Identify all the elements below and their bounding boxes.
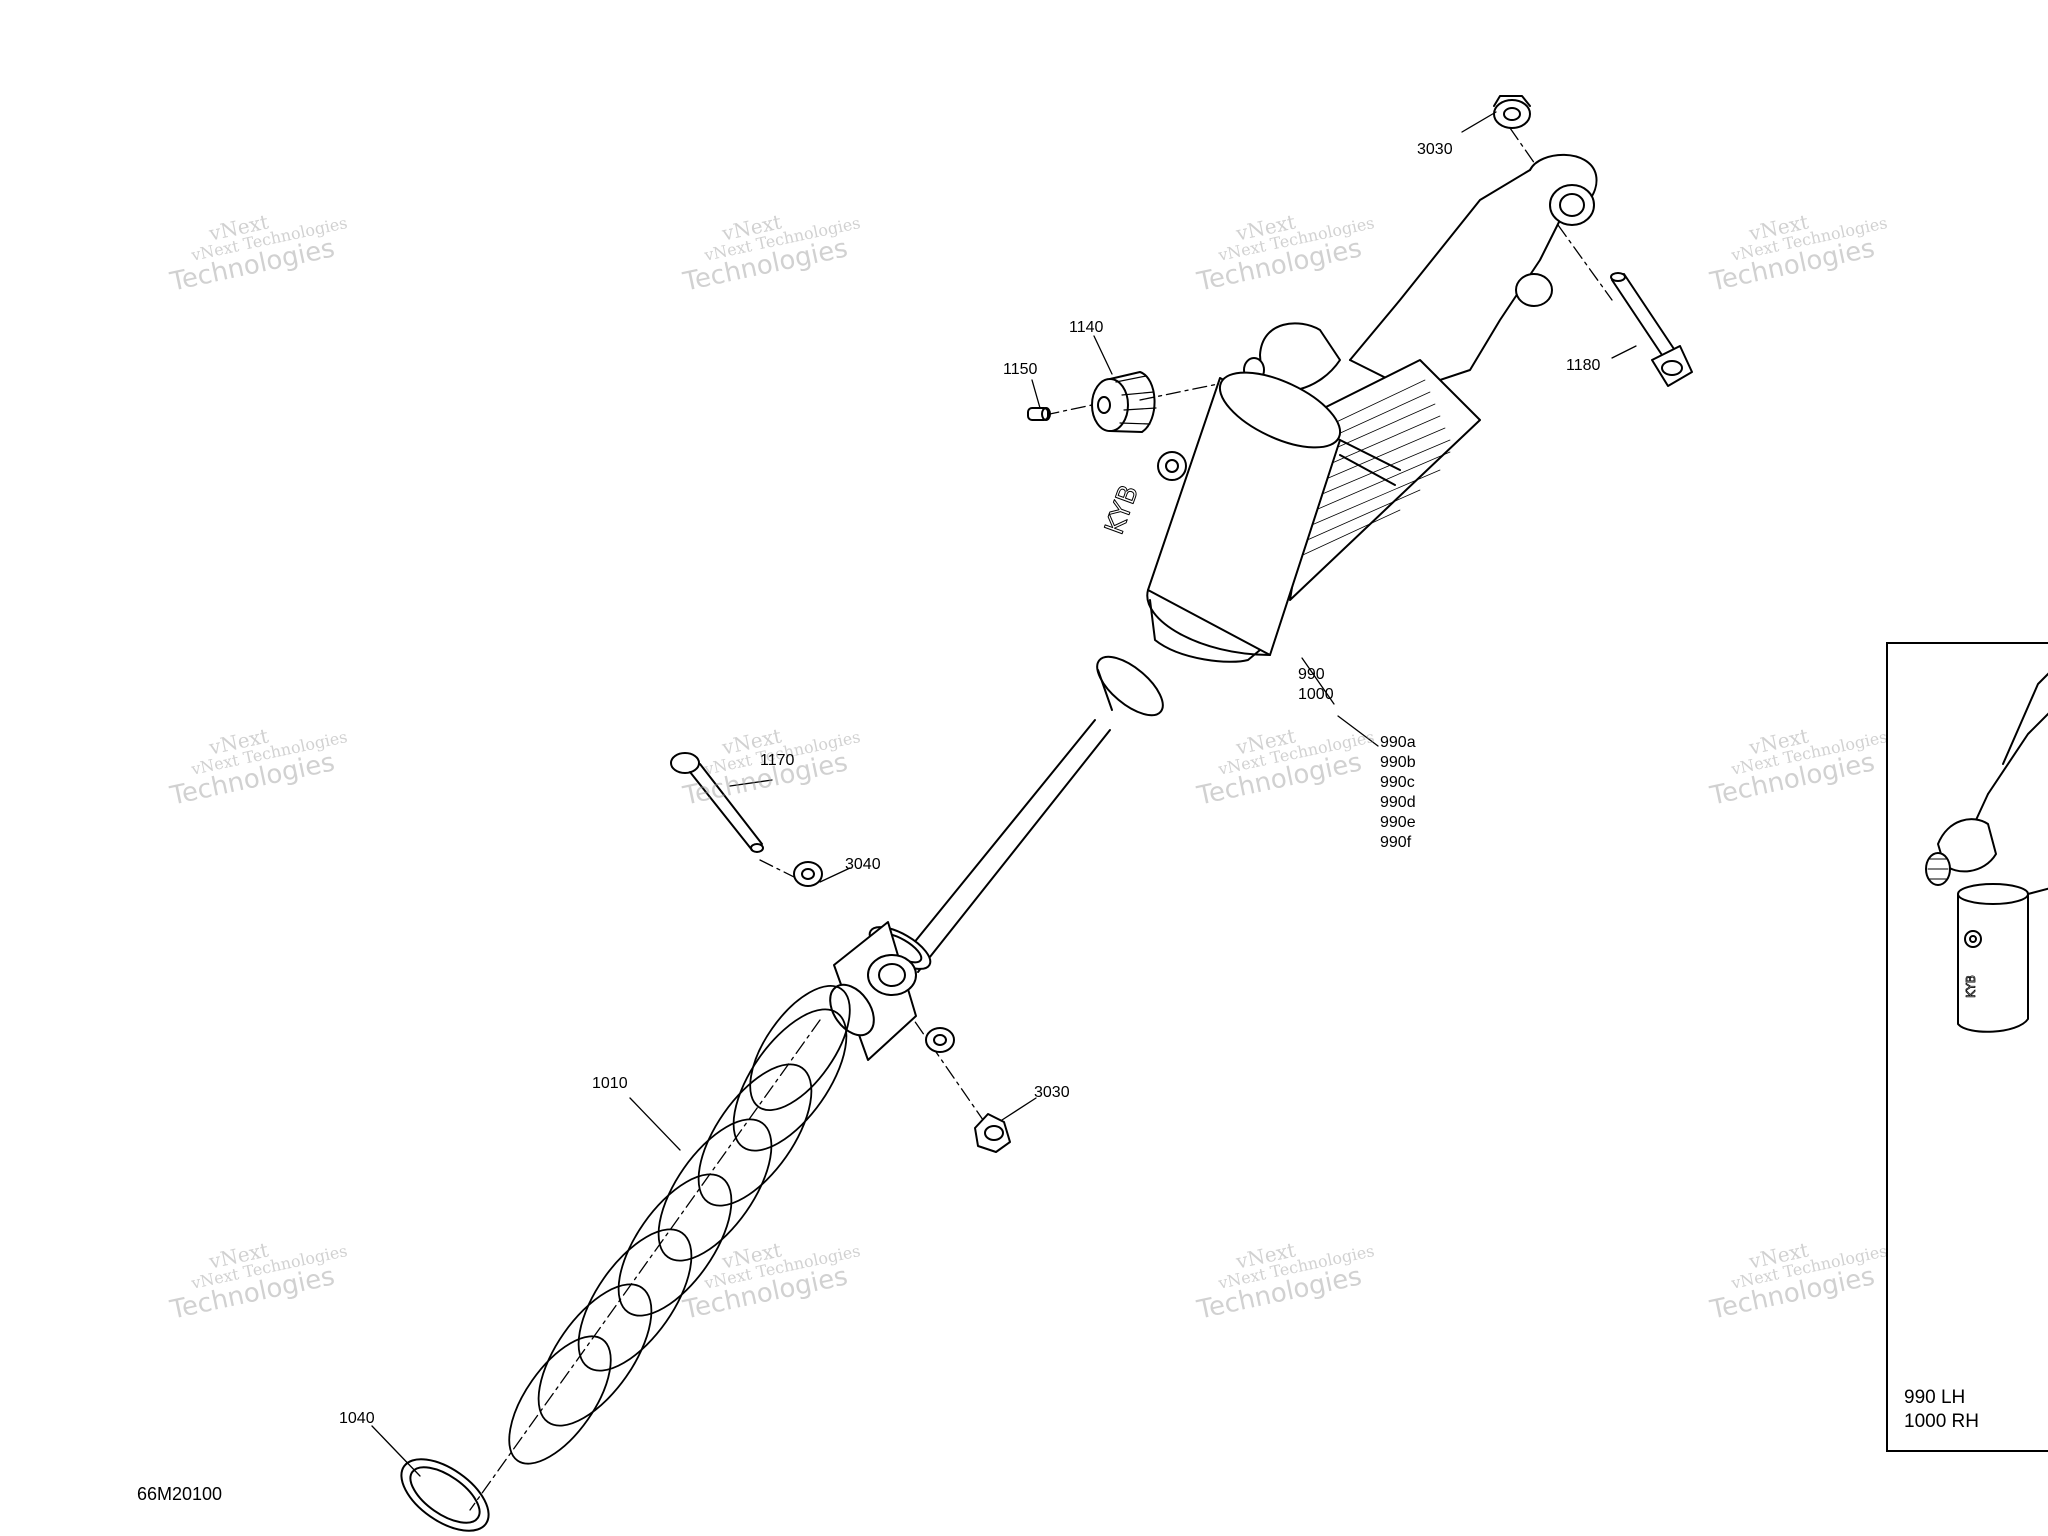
diagram-code: 66M20100: [137, 1484, 223, 1504]
callout-1010: 1010: [592, 1075, 628, 1092]
callout-3040: 3040: [845, 856, 881, 873]
inset-label-rh: 1000 RH: [1904, 1411, 1979, 1432]
leader-lines: [371, 111, 1637, 1477]
callout-3030-bottom: 3030: [1034, 1084, 1070, 1101]
retaining-ring-1040: [400, 1458, 490, 1532]
svg-text:KYB: KYB: [1100, 481, 1145, 538]
inset-shock-drawing: KYB: [1925, 672, 2048, 1033]
callout-990e: 990e: [1380, 814, 1416, 831]
spacer-3040: [793, 861, 823, 887]
shock-absorber-body: KYB: [1099, 153, 1598, 663]
callout-1040: 1040: [339, 1410, 375, 1427]
callout-990c: 990c: [1380, 774, 1415, 791]
nut-3030-bottom: [974, 1113, 1011, 1153]
callout-990f: 990f: [1380, 834, 1412, 851]
coil-spring-1010: [508, 984, 851, 1465]
callout-1170: 1170: [760, 752, 795, 769]
callout-990d: 990d: [1380, 794, 1416, 811]
callout-3030-top: 3030: [1417, 141, 1453, 158]
callout-1140: 1140: [1069, 319, 1104, 336]
svg-text:KYB: KYB: [1964, 975, 1978, 998]
spacer-lower: [925, 1027, 955, 1053]
bolt-1180: [1610, 272, 1693, 387]
screw-1150: [1027, 407, 1051, 421]
inset-label-lh: 990 LH: [1904, 1387, 1966, 1408]
callout-1150: 1150: [1003, 361, 1038, 378]
nut-3030-top: [1493, 95, 1531, 129]
callout-990: 990: [1298, 666, 1325, 683]
callout-1180: 1180: [1566, 357, 1601, 374]
callout-990a: 990a: [1380, 734, 1416, 751]
callout-1000: 1000: [1298, 686, 1334, 703]
adjuster-knob-1140: [1091, 371, 1157, 433]
piston-rod: [868, 655, 1164, 973]
inset-panel: KYB 990 LH 1000 RH: [1886, 642, 2048, 1452]
bolt-1170: [670, 752, 764, 853]
callout-990b: 990b: [1380, 754, 1416, 771]
